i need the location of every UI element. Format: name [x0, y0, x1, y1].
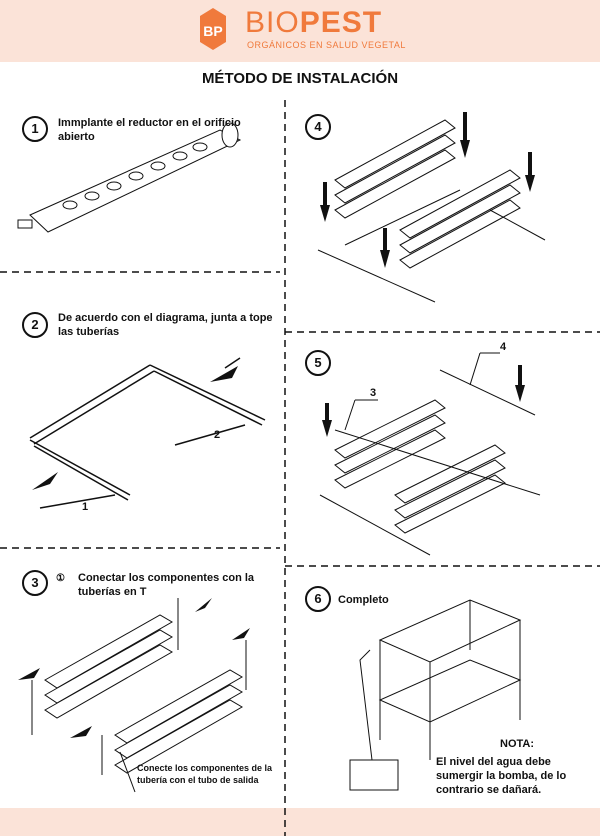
step-3-caption: Conecte los componentes de la tubería co…: [137, 763, 273, 785]
step-2-label-2: 2: [214, 429, 221, 441]
header-band: [0, 0, 600, 62]
brand-tagline: ORGÁNICOS EN SALUD VEGETAL: [247, 40, 406, 50]
step-1-number: 1: [22, 116, 48, 142]
step-5-number: 5: [305, 350, 331, 376]
step-5-label-4: 4: [500, 341, 507, 353]
diagram-step-4: [317, 119, 546, 303]
diagram-step-1: [17, 122, 242, 233]
footer-band: [0, 808, 600, 836]
step-3-sub-marker: ①: [56, 573, 65, 584]
brand-logo: BP: [200, 8, 226, 50]
page-title: MÉTODO DE INSTALACIÓN: [201, 70, 399, 87]
step-6-number: 6: [305, 586, 331, 612]
arrows-step-5: [322, 352, 525, 437]
step-2-label-1: 1: [82, 501, 89, 513]
step-6-text: Completo: [338, 594, 389, 606]
arrows-step-4: [320, 112, 535, 268]
note-title: NOTA:: [500, 738, 535, 750]
step-2-text: De acuerdo con el diagrama, junta a tope…: [58, 312, 273, 338]
brand-name: BIOPEST: [245, 6, 383, 39]
arrows-step-2: [32, 366, 238, 490]
step-2-number: 2: [22, 312, 48, 338]
step-4-number: 4: [305, 114, 331, 140]
diagram-step-2: [29, 357, 266, 509]
note-text: El nivel del agua debe sumergir la bomba…: [436, 756, 567, 796]
brand-monogram: BP: [203, 23, 222, 39]
step-5-label-3: 3: [370, 387, 377, 399]
step-3-number: 3: [22, 570, 48, 596]
arrows-step-3: [18, 598, 250, 793]
section-dividers: [0, 100, 600, 836]
diagram-step-6: [349, 599, 522, 791]
diagram-step-5: [319, 369, 541, 556]
step-3-text: Conectar los componentes con la tuberías…: [78, 572, 255, 598]
diagram-step-3: [31, 598, 247, 775]
step-1-text: Immplante el reductor en el orificio abi…: [58, 117, 241, 143]
